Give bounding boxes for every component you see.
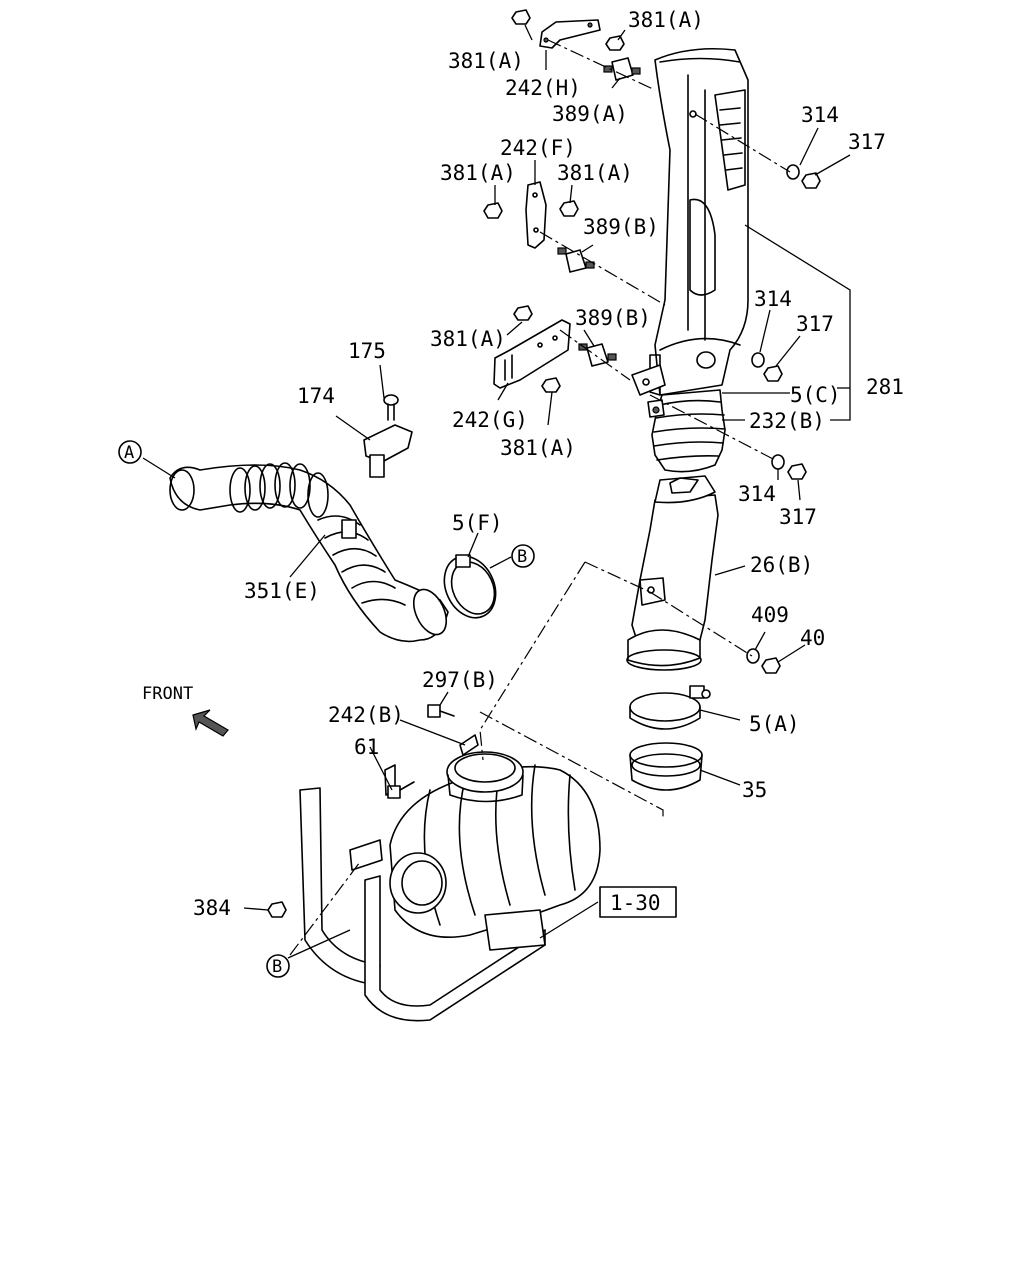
intake-hose-351e [169, 462, 449, 643]
air-cleaner-assembly [299, 734, 601, 1022]
label-381a-4: 381(A) [557, 161, 633, 185]
nut-317-1 [801, 172, 821, 189]
duct-26b [626, 475, 719, 671]
label-26b: 26(B) [750, 553, 813, 577]
bracket-242h [539, 19, 601, 49]
callout-b2-label: B [272, 957, 282, 977]
label-175: 175 [348, 339, 386, 363]
reference-label-1-30: 1-30 [610, 891, 661, 915]
label-381a-5: 381(A) [430, 327, 506, 351]
hose-clamp-5a [629, 685, 711, 730]
washer-314-2 [751, 352, 765, 368]
nut-381a-4 [559, 200, 579, 217]
label-35: 35 [742, 778, 767, 802]
callout-a-circle [118, 440, 142, 464]
label-242b: 242(B) [328, 703, 404, 727]
nut-384 [267, 901, 287, 918]
washer-314-1 [786, 164, 800, 180]
part-labels: 381(A) 381(A) 242(H) 389(A) 314 317 242(… [124, 8, 904, 977]
bracket-242f [525, 181, 547, 249]
nut-317-3 [787, 463, 807, 480]
mount-389a [603, 57, 641, 81]
label-389a: 389(A) [552, 102, 628, 126]
callout-b1-label: B [517, 547, 527, 567]
label-317-3: 317 [779, 505, 817, 529]
label-381a-1: 381(A) [628, 8, 704, 32]
label-5c: 5(C) [790, 383, 841, 407]
front-arrow-icon [192, 709, 229, 737]
front-label: FRONT [142, 684, 193, 704]
bolt-297b [427, 704, 455, 718]
label-314-3: 314 [738, 482, 776, 506]
nut-381a-3 [483, 202, 503, 219]
washer-314-3 [771, 454, 785, 470]
label-174: 174 [297, 384, 335, 408]
mount-389b-1 [557, 247, 595, 273]
label-281: 281 [866, 375, 904, 399]
intake-duct-upper [649, 48, 749, 396]
label-61: 61 [354, 735, 379, 759]
washer-409 [746, 648, 760, 664]
screw-175 [383, 394, 399, 421]
label-409: 409 [751, 603, 789, 627]
callout-a-label: A [124, 443, 134, 463]
nut-381a-5 [513, 305, 533, 321]
nut-40 [761, 657, 781, 674]
label-381a-3: 381(A) [440, 161, 516, 185]
label-242f: 242(F) [500, 136, 576, 160]
label-297b: 297(B) [422, 668, 498, 692]
nut-381a-2 [605, 35, 625, 51]
label-381a-6: 381(A) [500, 436, 576, 460]
label-314-1: 314 [801, 103, 839, 127]
bellows-232b [647, 389, 726, 473]
label-317-1: 317 [848, 130, 886, 154]
label-5f: 5(F) [452, 511, 503, 535]
label-381a-2: 381(A) [448, 49, 524, 73]
label-40: 40 [800, 626, 825, 650]
leader-lines [142, 24, 851, 959]
callout-b1-circle [511, 544, 535, 568]
seal-ring-35 [629, 742, 703, 791]
nut-381a-6 [541, 377, 561, 393]
label-314-2: 314 [754, 287, 792, 311]
nut-317-2 [763, 365, 783, 382]
label-317-2: 317 [796, 312, 834, 336]
sensor-174 [363, 424, 413, 478]
bracket-242g [493, 319, 571, 389]
label-389b-2: 389(B) [575, 306, 651, 330]
label-242g: 242(G) [452, 408, 528, 432]
callout-b2-circle [266, 954, 290, 978]
label-389b-1: 389(B) [583, 215, 659, 239]
label-351e: 351(E) [244, 579, 320, 603]
reference-box-1-30 [599, 886, 677, 918]
label-242h: 242(H) [505, 76, 581, 100]
label-384: 384 [193, 896, 231, 920]
nut-381a-1 [511, 9, 531, 25]
hose-clamp-5f [443, 554, 497, 619]
assembly-lines [289, 39, 791, 956]
label-232b: 232(B) [749, 409, 825, 433]
label-5a: 5(A) [749, 712, 800, 736]
